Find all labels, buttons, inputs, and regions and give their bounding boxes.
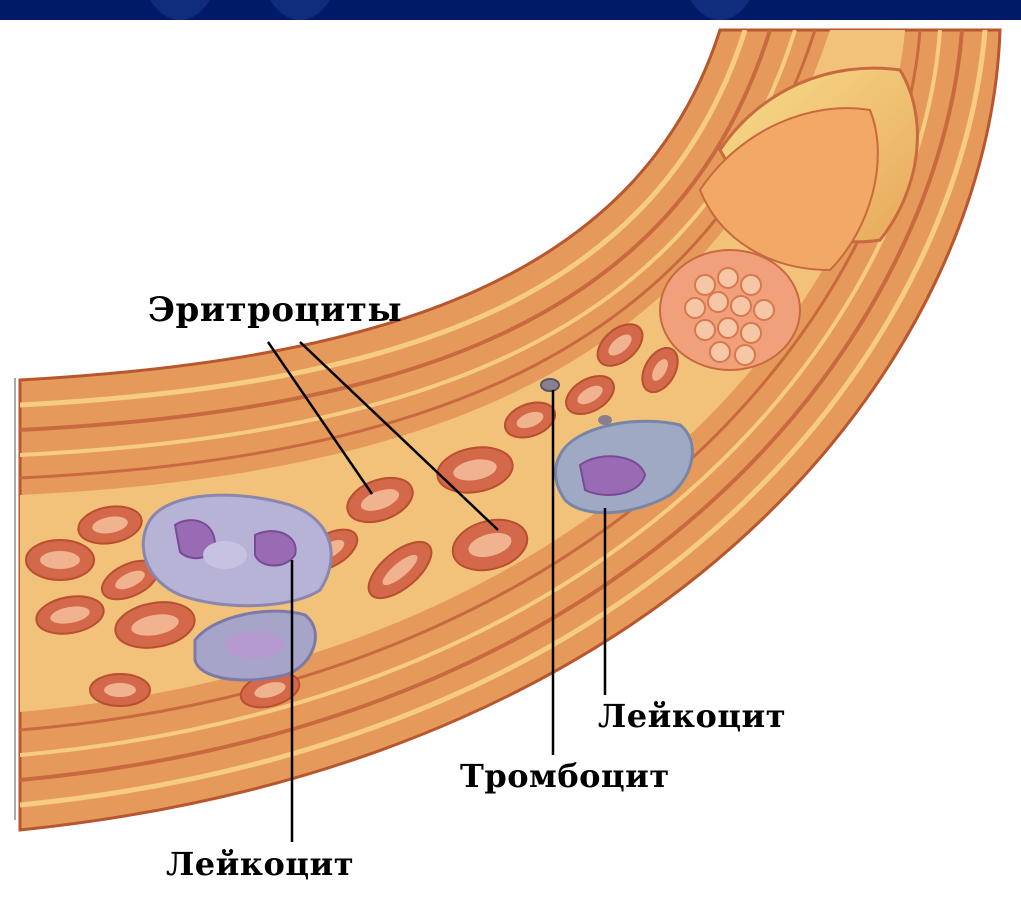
- thrombocyte-cell: [541, 379, 559, 391]
- leukocyte-bottom-label: Лейкоцит: [166, 845, 354, 883]
- leukocyte-right-label: Лейкоцит: [598, 697, 786, 735]
- erythrocytes-label: Эритроциты: [148, 290, 402, 330]
- thrombocyte-label: Тромбоцит: [460, 757, 670, 795]
